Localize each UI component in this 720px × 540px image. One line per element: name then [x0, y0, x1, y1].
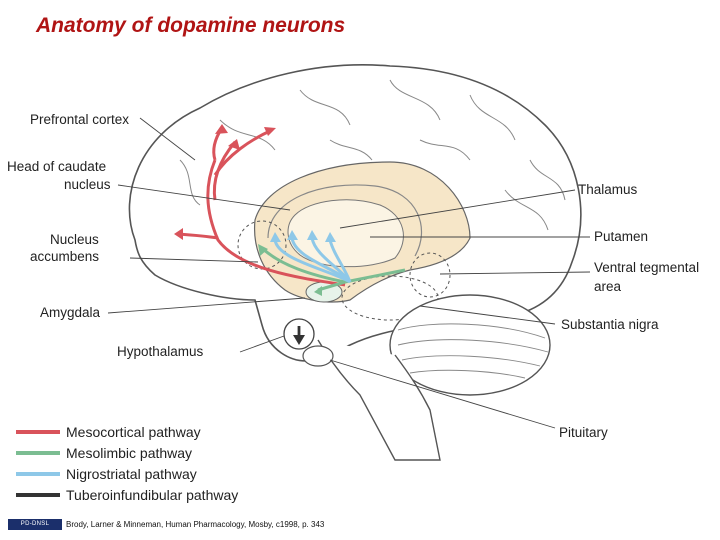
legend-label-mesocortical: Mesocortical pathway [66, 424, 201, 440]
mesolimbic-arrowheads [258, 244, 322, 296]
legend: Mesocortical pathway Mesolimbic pathway … [16, 424, 238, 503]
label-ventral-tegmental-2: area [594, 279, 622, 294]
leader-lines [107, 117, 591, 429]
label-amygdala: Amygdala [40, 305, 101, 320]
legend-label-tuberoinfundibular: Tuberoinfundibular pathway [66, 487, 238, 503]
cerebellum-folia [397, 323, 549, 379]
substantia-nigra-dashed [341, 275, 439, 321]
tuberoinfundibular-arrowhead [293, 335, 305, 345]
footer: PD-DNSL Brody, Larner & Minneman, Human … [8, 518, 324, 530]
label-ventral-tegmental-1: Ventral tegmental [594, 260, 699, 275]
footer-citation: Brody, Larner & Minneman, Human Pharmaco… [66, 519, 325, 529]
label-putamen: Putamen [594, 229, 648, 244]
legend-label-mesolimbic: Mesolimbic pathway [66, 445, 192, 461]
slide-title: Anatomy of dopamine neurons [36, 14, 346, 37]
legend-label-nigrostriatal: Nigrostriatal pathway [66, 466, 197, 482]
caudate-arc [267, 184, 423, 257]
nigrostriatal-paths [273, 237, 352, 284]
footer-logo: PD-DNSL [8, 518, 62, 530]
label-thalamus: Thalamus [578, 182, 638, 197]
label-pituitary: Pituitary [559, 425, 608, 440]
label-nucleus-accumbens-1: Nucleus [50, 232, 99, 247]
mesocortical-arrowheads [174, 124, 276, 240]
mesocortical-paths [177, 127, 346, 287]
label-hypothalamus: Hypothalamus [117, 344, 204, 359]
gyri-lines [179, 79, 566, 231]
cerebellum [389, 294, 551, 396]
label-nucleus-accumbens-2: accumbens [30, 249, 99, 264]
label-head-of-caudate-1: Head of caudate [7, 159, 106, 174]
ventral-tegmental-dashed [409, 252, 451, 298]
label-head-of-caudate-2: nucleus [64, 177, 111, 192]
label-prefrontal-cortex: Prefrontal cortex [30, 112, 129, 127]
nigrostriatal-arrowheads [270, 230, 336, 242]
label-substantia-nigra: Substantia nigra [561, 317, 659, 332]
pituitary-shape [302, 345, 334, 367]
